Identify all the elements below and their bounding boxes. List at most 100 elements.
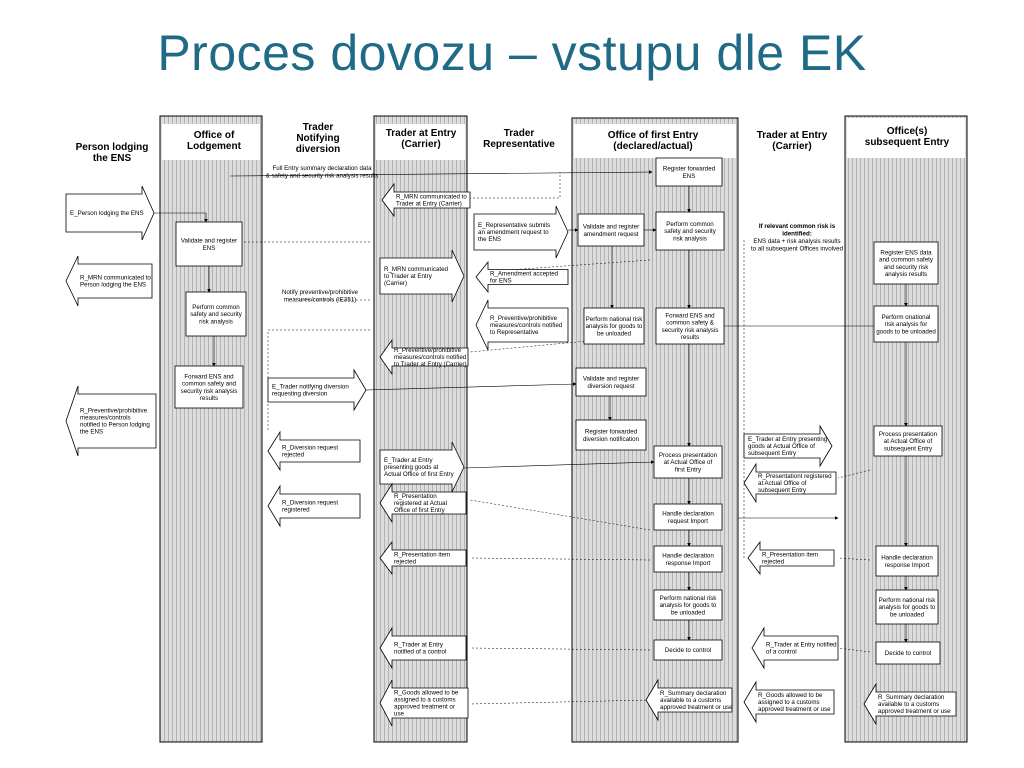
dashed-connector [837, 557, 871, 561]
activity-box-frame [653, 503, 723, 531]
activity-label: Decide to control [885, 650, 931, 657]
event-arrow-shape [473, 205, 569, 259]
activity-box-frame [875, 641, 941, 665]
activity-box-frame [653, 589, 723, 621]
activity-box-frame [185, 291, 247, 337]
lane-header: Office(s)subsequent Entry [865, 126, 950, 148]
event-arrow-shape [379, 679, 469, 727]
event-arrow-shape [65, 255, 153, 307]
activity-box-frame [873, 305, 939, 343]
activity-box-frame [655, 307, 725, 345]
dashed-connector [479, 259, 651, 273]
event-arrow-shape [475, 260, 569, 294]
event-arrow-shape [381, 182, 471, 218]
lane-header-panel [376, 124, 465, 160]
annotation-note: Full Entry summary declaration data& saf… [266, 165, 379, 180]
activity-label: Decide to control [665, 647, 711, 654]
activity-box-frame [655, 211, 725, 251]
event-arrow-shape [379, 626, 467, 670]
event-arrow-shape [379, 338, 469, 376]
lane-header: Trader at Entry(Carrier) [386, 128, 457, 150]
connector-line [229, 170, 653, 177]
event-arrow-shape [65, 385, 157, 457]
event-arrow-shape [267, 368, 367, 412]
swimlane-1 [159, 115, 263, 743]
event-arrow-shape [645, 678, 733, 722]
event-arrow-shape [743, 680, 835, 724]
activity-box-frame [583, 307, 645, 345]
event-arrow-shape [751, 626, 839, 670]
connector-line [154, 212, 208, 223]
event-arrow-shape [379, 540, 467, 576]
lane-header-panel [847, 118, 965, 158]
activity-box: Decide to control [875, 641, 941, 665]
lane-header: Office of first Entry(declared/actual) [608, 130, 699, 152]
activity-box-frame [873, 425, 943, 457]
event-arrow-shape [267, 430, 361, 472]
activity-box-frame [175, 221, 243, 267]
dashed-connector [465, 172, 561, 199]
activity-box-frame [653, 639, 723, 661]
page-title: Proces dovozu – vstupu dle EK [157, 25, 867, 81]
dashed-connector [469, 499, 651, 531]
